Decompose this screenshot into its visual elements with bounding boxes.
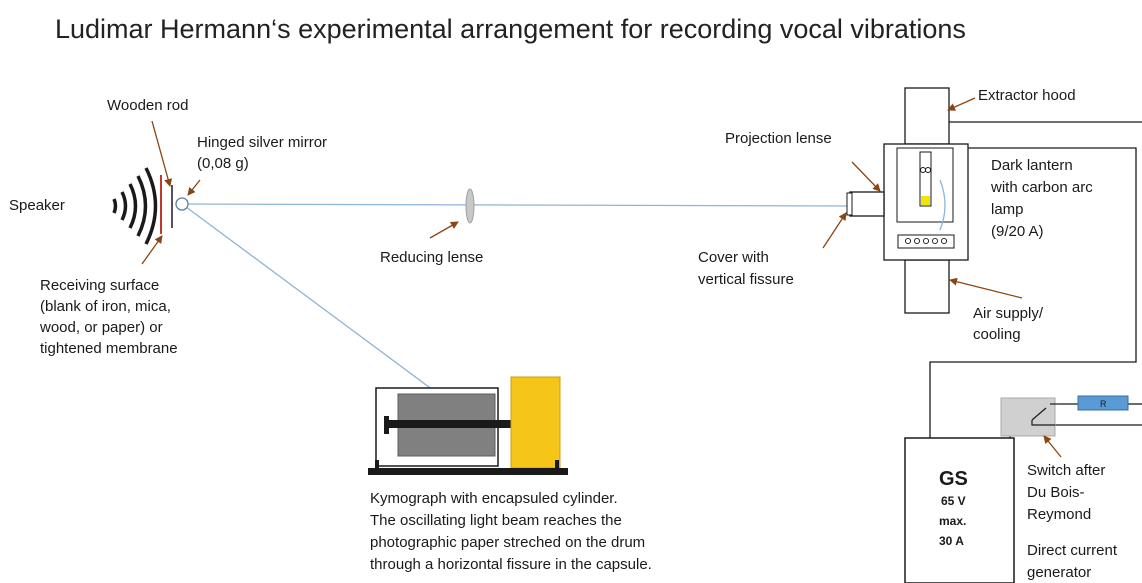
generator-max: max.: [939, 514, 966, 528]
reducing-lense-label: Reducing lense: [380, 249, 483, 266]
page-title: Ludimar Hermann‘s experimental arrangeme…: [55, 14, 966, 44]
cover-label: Cover with vertical fissure: [698, 249, 794, 288]
receiving-surface-label: Receiving surface (blank of iron, mica, …: [39, 277, 178, 357]
kymograph-base: [368, 468, 568, 475]
speaker-waves-icon: [112, 167, 158, 245]
main-light-beam: [181, 203, 851, 207]
reducing-lense-arrow: [429, 221, 459, 239]
direct-current-generator: [904, 437, 1015, 583]
wooden-rod-arrow: [151, 120, 172, 187]
air-supply-arrow: [949, 277, 1023, 299]
generator-current: 30 A: [939, 534, 964, 548]
extractor-hood: [904, 87, 950, 145]
resistor: [1077, 395, 1129, 411]
projection-lense-arrow: [851, 161, 881, 192]
wooden-rod-label: Wooden rod: [107, 97, 188, 114]
projection-lense-label: Projection lense: [725, 130, 832, 147]
kymograph-caption: Kymograph with encapsuled cylinder. The …: [370, 490, 652, 573]
mirror-arrow: [187, 179, 201, 196]
kymograph-axle: [386, 420, 511, 428]
resistor-label: R: [1100, 399, 1107, 409]
dark-lantern-label: Dark lantern with carbon arc lamp (9/20 …: [990, 157, 1097, 240]
air-supply-label: Air supply/ cooling: [973, 305, 1047, 343]
wiring: [929, 121, 1142, 438]
speaker-label: Speaker: [9, 197, 65, 214]
air-supply-duct: [904, 259, 950, 314]
receiving-surface-arrow: [141, 235, 163, 265]
fissure-cover: [846, 192, 853, 216]
mirror-label: Hinged silver mirror (0,08 g): [197, 134, 331, 172]
switch-box: [1000, 397, 1056, 437]
switch-label: Switch after Du Bois- Reymond: [1027, 462, 1110, 523]
lantern-vent-panel: [897, 234, 955, 249]
reflected-light-beam: [181, 203, 438, 394]
kymograph-motor: [510, 376, 561, 469]
lamp-glow: [921, 196, 930, 205]
switch-arrow: [1043, 435, 1062, 458]
projection-lens-tube: [849, 191, 885, 217]
hinged-mirror: [175, 197, 189, 211]
pointer-arrows: [141, 97, 1062, 458]
kymograph: [368, 376, 568, 475]
extractor-hood-arrow: [947, 97, 976, 111]
extractor-hood-label: Extractor hood: [978, 87, 1076, 104]
cover-arrow: [822, 212, 847, 249]
reducing-lens: [465, 188, 475, 224]
dark-lantern-apparatus: [846, 87, 969, 314]
generator-name: GS: [939, 468, 968, 490]
carbon-arc-lamp: [919, 151, 932, 207]
switch-lever: [1031, 403, 1058, 426]
lantern-reflector: [939, 179, 946, 231]
generator-voltage: 65 V: [941, 494, 966, 508]
generator-caption: Direct current generator: [1027, 542, 1121, 581]
light-beams: [181, 203, 851, 394]
